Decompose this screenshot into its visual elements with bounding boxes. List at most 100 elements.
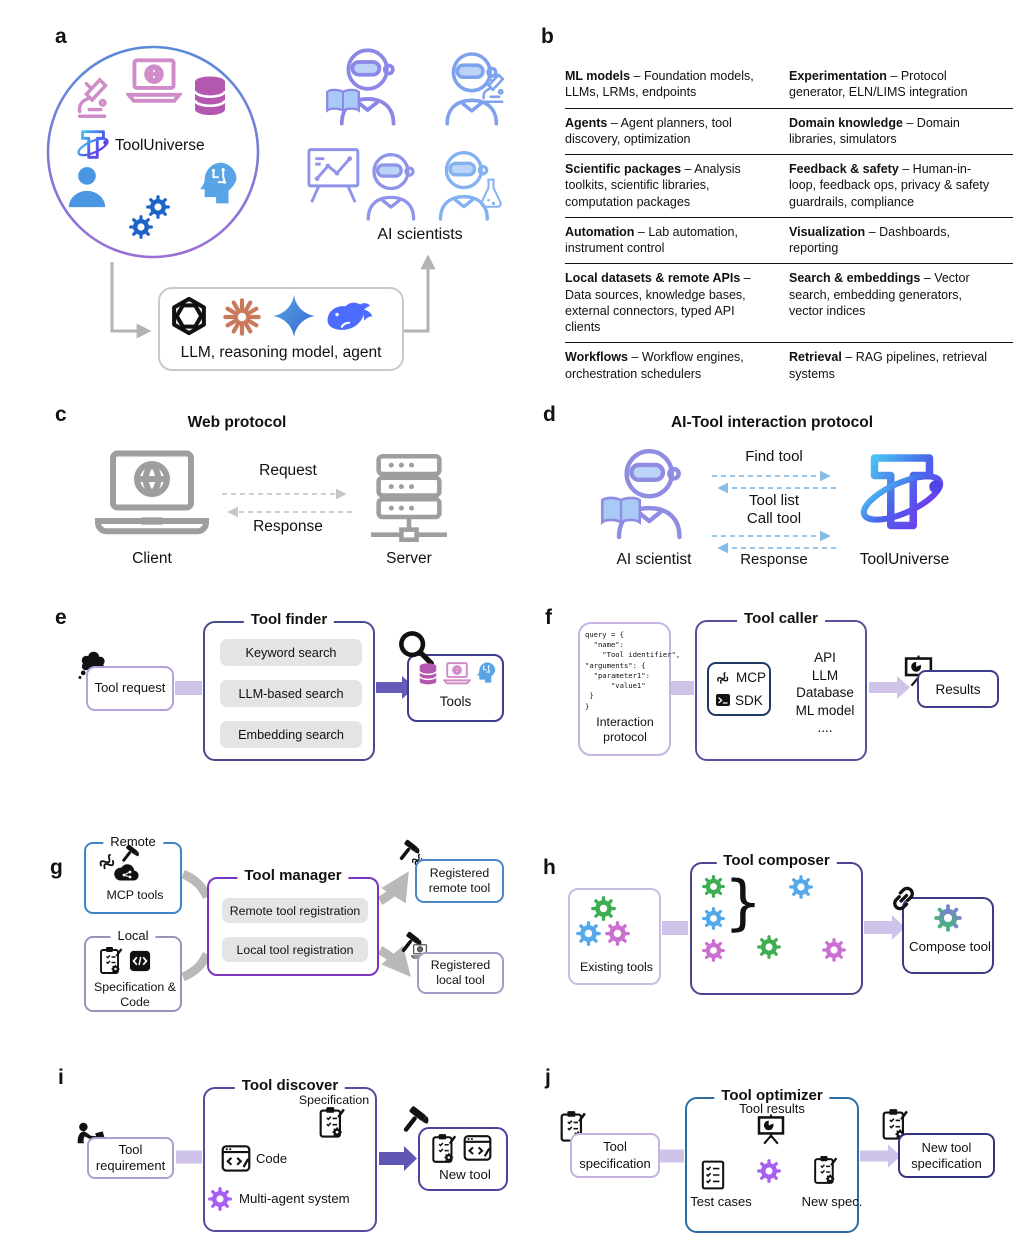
robot-scientist-reading-icon bbox=[332, 46, 408, 126]
embedding-search-pill: Embedding search bbox=[220, 721, 362, 748]
table-row: Workflows – Workflow engines, orchestrat… bbox=[565, 343, 1013, 389]
tool-composer-box: Tool composer bbox=[690, 852, 863, 995]
laptop-globe-icon bbox=[443, 662, 471, 685]
gear-icon bbox=[701, 874, 726, 899]
tools-label: Tools bbox=[439, 694, 472, 709]
table-cell: Experimentation – Protocol generator, EL… bbox=[789, 69, 968, 100]
clipboard-spec-icon bbox=[812, 1155, 839, 1186]
find-tool-label: Find tool bbox=[745, 448, 803, 465]
gemini-logo bbox=[271, 293, 317, 339]
code-dark-icon bbox=[129, 950, 151, 972]
tooluniverse-logo-small bbox=[74, 126, 112, 164]
code-window-icon bbox=[463, 1134, 492, 1163]
table-cell: Retrieval – RAG pipelines, retrieval sys… bbox=[789, 350, 988, 381]
tool-finder-title: Tool finder bbox=[243, 611, 335, 628]
client-laptop-icon bbox=[92, 448, 212, 540]
llm-search-pill: LLM-based search bbox=[220, 680, 362, 707]
gear-icon bbox=[821, 937, 847, 963]
table-row: Automation – Lab automation, instrument … bbox=[565, 218, 1013, 265]
panel-j-label: j bbox=[545, 1066, 551, 1089]
gear-icon bbox=[604, 920, 631, 947]
table-row: Agents – Agent planners, tool discovery,… bbox=[565, 109, 1013, 155]
web-protocol-title: Web protocol bbox=[187, 414, 287, 431]
presentation-icon bbox=[756, 1114, 786, 1146]
tool-results-label: Tool results bbox=[739, 1101, 805, 1116]
mcp-sdk-box: MCP SDK bbox=[707, 662, 771, 716]
tool-request-box: Tool request bbox=[86, 666, 174, 711]
query-code: query = { "name": "Tool identifier","arg… bbox=[585, 630, 681, 711]
flask-icon bbox=[476, 176, 506, 212]
tool-list-label: Tool list bbox=[748, 492, 800, 509]
registered-remote-tool-box: Registered remote tool bbox=[415, 859, 504, 903]
gear-icon bbox=[701, 906, 726, 931]
code-window-icon bbox=[221, 1144, 251, 1174]
tool-specification-box: Tool specification bbox=[570, 1133, 660, 1178]
tool-finder-box: Tool finder Keyword search LLM-based sea… bbox=[203, 611, 375, 761]
llm-caption: LLM, reasoning model, agent bbox=[180, 344, 382, 361]
panel-g-label: g bbox=[50, 856, 63, 879]
robot-scientist-presenting-icon bbox=[360, 150, 426, 222]
book-icon bbox=[324, 88, 362, 114]
table-cell: Automation – Lab automation, instrument … bbox=[565, 224, 738, 255]
server-icon bbox=[366, 450, 452, 546]
test-cases-label: Test cases bbox=[690, 1194, 752, 1209]
tool-manager-box: Tool manager Remote tool registration Lo… bbox=[207, 867, 379, 976]
panel-i-label: i bbox=[58, 1066, 64, 1089]
tool-caller-title: Tool caller bbox=[737, 610, 825, 627]
ai-tool-protocol-title: AI-Tool interaction protocol bbox=[670, 414, 874, 431]
table-cell: Scientific packages – Analysis toolkits,… bbox=[565, 162, 741, 209]
table-cell: Workflows – Workflow engines, orchestrat… bbox=[565, 350, 744, 381]
whiteboard-chart-icon bbox=[306, 146, 368, 204]
panel-e-label: e bbox=[55, 606, 67, 629]
remote-label: Remote bbox=[103, 834, 163, 849]
panel-h-label: h bbox=[543, 856, 556, 879]
panel-d-label: d bbox=[543, 403, 556, 426]
response-label: Response bbox=[253, 518, 323, 535]
specification-label: Specification bbox=[298, 1093, 370, 1107]
local-spec-code-box: Local Specification & Code bbox=[84, 928, 182, 1012]
results-box: Results bbox=[917, 670, 999, 708]
clipboard-spec-icon bbox=[430, 1133, 458, 1165]
gear-icon bbox=[128, 214, 154, 240]
tooluniverse-label: ToolUniverse bbox=[115, 137, 205, 154]
code-label: Code bbox=[256, 1151, 288, 1166]
gradient-gear-icon bbox=[933, 903, 963, 933]
panel-b-label: b bbox=[541, 25, 554, 48]
tool-optimizer-title: Tool optimizer bbox=[714, 1087, 830, 1104]
server-label: Server bbox=[386, 550, 432, 567]
gear-icon bbox=[590, 895, 617, 922]
tooluniverse-label: ToolUniverse bbox=[859, 551, 950, 568]
gear-icon bbox=[207, 1186, 233, 1212]
tool-composer-title: Tool composer bbox=[716, 852, 837, 869]
local-label: Local bbox=[110, 928, 156, 943]
gear-icon bbox=[575, 920, 602, 947]
gear-icon bbox=[756, 934, 782, 960]
registered-local-tool-box: Registered local tool bbox=[417, 952, 504, 994]
table-cell: Visualization – Dashboards, reporting bbox=[789, 224, 950, 255]
compose-tool-box: Compose tool bbox=[902, 897, 994, 974]
compose-tool-label: Compose tool bbox=[908, 939, 992, 954]
table-cell: Search & embeddings – Vector search, emb… bbox=[789, 271, 970, 318]
remote-registration-pill: Remote tool registration bbox=[222, 898, 368, 923]
tooluniverse-logo bbox=[852, 443, 952, 543]
ai-head-icon bbox=[194, 160, 240, 206]
person-icon bbox=[64, 164, 110, 210]
brace-glyph: } bbox=[724, 868, 763, 938]
gear-icon bbox=[756, 1158, 782, 1184]
ai-scientists-label: AI scientists bbox=[377, 226, 463, 243]
table-cell: Feedback & safety – Human-in-loop, feedb… bbox=[789, 162, 990, 209]
tool-requirement-box: Tool requirement bbox=[87, 1137, 174, 1179]
database-icon bbox=[190, 74, 230, 118]
new-tool-label: New tool bbox=[439, 1167, 491, 1182]
spec-code-label: Specification & Code bbox=[94, 980, 176, 1010]
laptop-globe-icon bbox=[126, 58, 182, 104]
openai-logo bbox=[168, 295, 210, 337]
microscope-icon bbox=[478, 72, 512, 106]
tool-manager-title: Tool manager bbox=[237, 867, 349, 884]
panel-f-label: f bbox=[545, 606, 552, 629]
multi-agent-label: Multi-agent system bbox=[239, 1191, 350, 1206]
gear-icon bbox=[788, 874, 814, 900]
tool-category-table: ML models – Foundation models, LLMs, LRM… bbox=[565, 62, 1013, 389]
deepseek-logo bbox=[324, 299, 376, 337]
